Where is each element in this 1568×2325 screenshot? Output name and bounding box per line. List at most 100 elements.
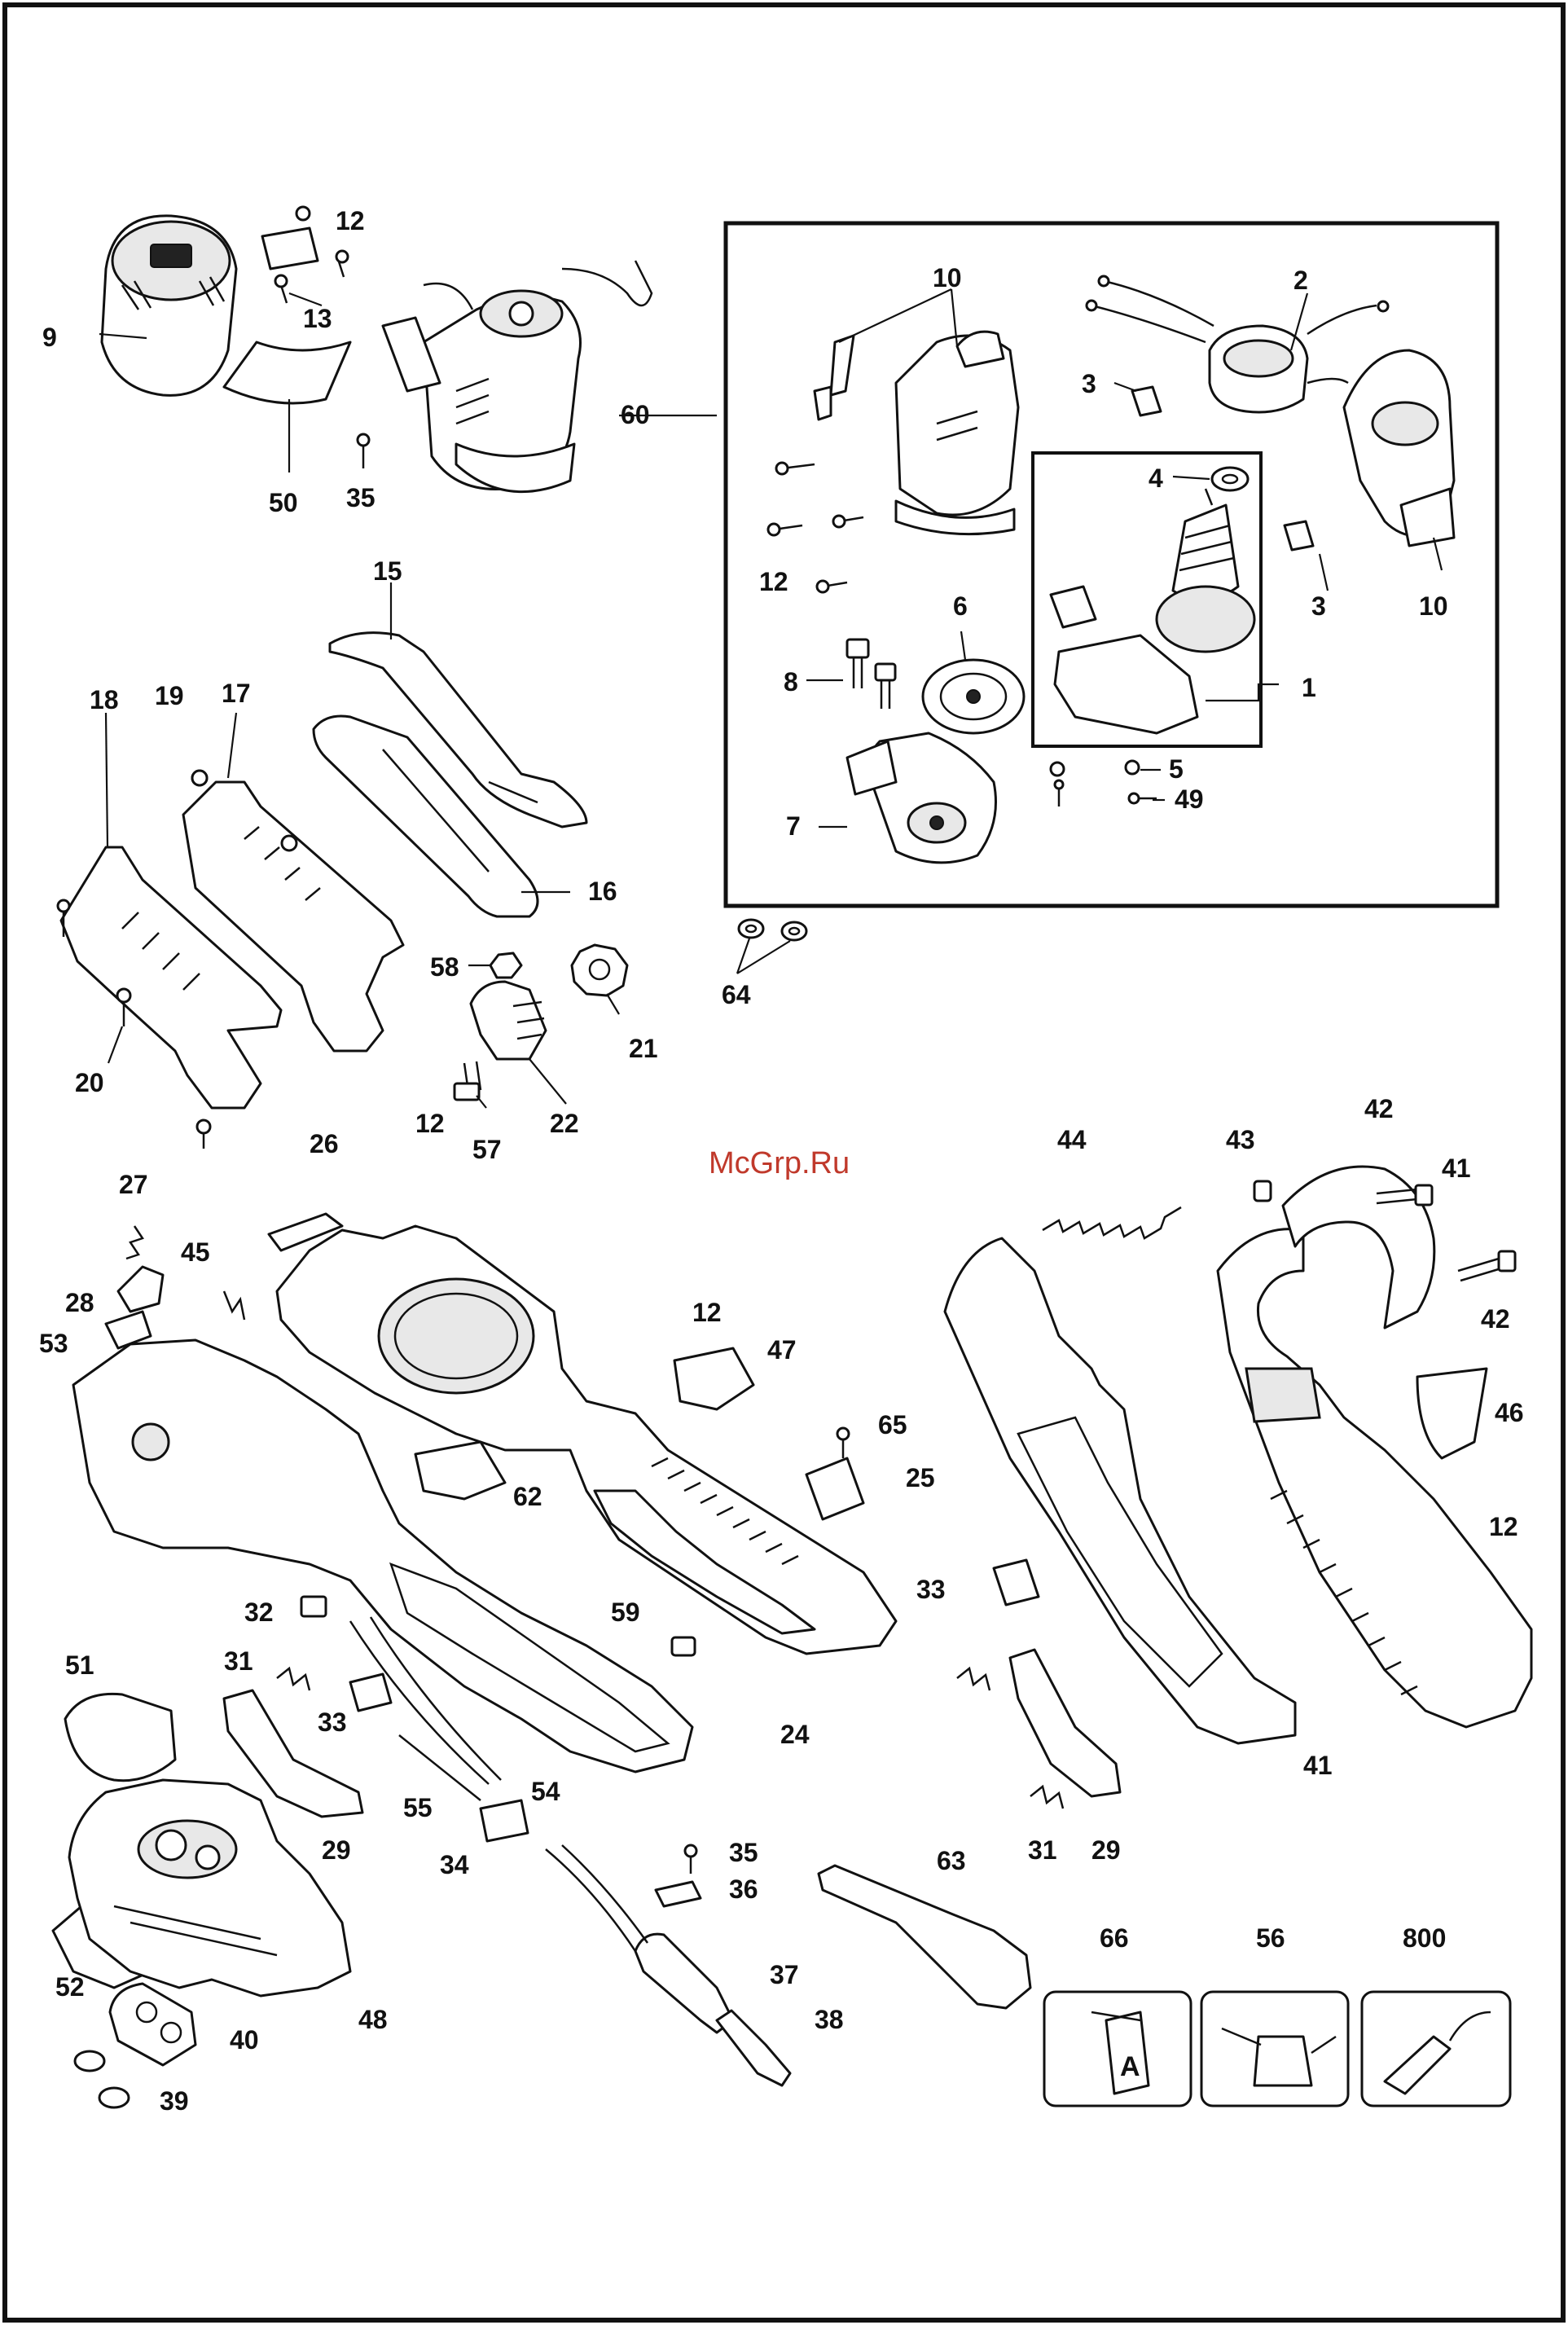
callout-49: 49 xyxy=(1175,785,1204,814)
part-40-cord-clamp xyxy=(110,1984,195,2065)
callout-21: 21 xyxy=(629,1034,658,1063)
part-45-spring xyxy=(224,1291,244,1320)
part-33-switch-right xyxy=(994,1560,1039,1605)
part-65-screw xyxy=(837,1428,849,1458)
part-31-spring-right xyxy=(957,1668,990,1690)
callout-58: 58 xyxy=(430,952,459,982)
callout-1: 1 xyxy=(1302,673,1316,702)
part-47-pad xyxy=(674,1348,753,1409)
callout-17: 17 xyxy=(222,679,251,708)
part-51-pad xyxy=(65,1694,175,1780)
part-35-screw-lower xyxy=(685,1845,696,1874)
part-63-scabbard xyxy=(819,1866,1030,2008)
callout-36: 36 xyxy=(729,1875,758,1904)
part-38-cord xyxy=(717,2011,790,2085)
callout-22: 22 xyxy=(550,1109,579,1138)
callout-57: 57 xyxy=(472,1135,502,1164)
part-5-nuts xyxy=(1051,761,1139,776)
callout-41a: 41 xyxy=(1442,1154,1471,1183)
callout-35a: 35 xyxy=(346,483,376,512)
part-21-sprocket xyxy=(572,945,627,995)
callout-27: 27 xyxy=(119,1170,148,1199)
part-31-spring-left xyxy=(277,1668,310,1690)
part-37-cord-sleeve xyxy=(546,1845,733,2033)
part-4-washer xyxy=(1212,468,1248,490)
callout-8: 8 xyxy=(784,667,798,697)
callout-28: 28 xyxy=(65,1288,94,1317)
callout-54: 54 xyxy=(531,1777,560,1806)
part-57-screw xyxy=(455,1061,481,1100)
part-59-stud xyxy=(672,1637,695,1655)
part-44-spring xyxy=(1043,1207,1181,1238)
callout-62: 62 xyxy=(513,1482,542,1511)
callout-52: 52 xyxy=(55,1972,85,2002)
callout-3a: 3 xyxy=(1082,369,1096,398)
callout-39: 39 xyxy=(160,2086,189,2116)
callout-59: 59 xyxy=(611,1598,640,1627)
callout-31b: 31 xyxy=(1028,1835,1057,1865)
callout-51: 51 xyxy=(65,1650,94,1680)
callout-32: 32 xyxy=(244,1598,274,1627)
callout-800: 800 xyxy=(1403,1923,1446,1953)
accessory-box-56 xyxy=(1201,1992,1348,2106)
callout-63: 63 xyxy=(937,1846,966,1875)
part-62-pad xyxy=(415,1442,505,1499)
callout-34: 34 xyxy=(440,1850,469,1879)
part-39-nut xyxy=(75,2051,129,2107)
motor-assembly-box xyxy=(726,223,1497,906)
part-50-band xyxy=(224,342,350,403)
part-58-nut xyxy=(490,953,521,978)
callout-4: 4 xyxy=(1149,464,1163,493)
callout-10b: 10 xyxy=(1419,591,1448,621)
callout-66: 66 xyxy=(1100,1923,1129,1953)
callout-33a: 33 xyxy=(318,1707,347,1737)
callout-6: 6 xyxy=(953,591,968,621)
callout-37: 37 xyxy=(770,1960,799,1989)
part-42-bolt-lower xyxy=(1458,1251,1515,1281)
part-46-pad xyxy=(1417,1369,1487,1458)
part-8-bolts xyxy=(847,639,895,709)
part-33-switch-left xyxy=(350,1674,391,1711)
callout-60: 60 xyxy=(621,400,650,429)
callout-40: 40 xyxy=(230,2025,259,2055)
callout-26: 26 xyxy=(310,1129,339,1158)
callout-56: 56 xyxy=(1256,1923,1285,1953)
part-64-washers xyxy=(739,920,806,940)
accessory-box-66-glyph: A xyxy=(1120,2051,1140,2082)
callout-10a: 10 xyxy=(933,263,962,292)
part-27-spring xyxy=(126,1226,143,1259)
callout-43: 43 xyxy=(1226,1125,1255,1154)
accessory-box-66: A xyxy=(1044,1992,1191,2106)
part-19-nut xyxy=(192,771,207,785)
part-32-connector xyxy=(301,1597,326,1616)
callout-42b: 42 xyxy=(1481,1304,1510,1334)
callout-12b: 12 xyxy=(759,567,788,596)
part-10-field-housing-left xyxy=(815,332,1018,534)
callout-38: 38 xyxy=(815,2005,844,2034)
part-9-fan-cover xyxy=(102,216,236,396)
callout-41b: 41 xyxy=(1303,1751,1333,1780)
callout-19: 19 xyxy=(155,681,184,710)
part-22-tensioner xyxy=(471,982,546,1059)
part-3-brush-left xyxy=(1132,387,1161,415)
part-10-field-housing-right xyxy=(1344,350,1454,546)
callout-20: 20 xyxy=(75,1068,104,1097)
callout-35b: 35 xyxy=(729,1838,758,1867)
part-armature xyxy=(1051,489,1254,733)
callout-2: 2 xyxy=(1293,266,1308,295)
part-29-trigger-right xyxy=(1010,1650,1120,1796)
callout-65: 65 xyxy=(878,1410,907,1439)
callout-45: 45 xyxy=(181,1237,210,1267)
callout-48: 48 xyxy=(358,2005,388,2034)
watermark: McGrp.Ru xyxy=(709,1146,850,1180)
callout-29a: 29 xyxy=(322,1835,351,1865)
part-43-clip xyxy=(1254,1181,1271,1201)
callout-15: 15 xyxy=(373,556,402,586)
part-28-switch-lever xyxy=(118,1267,163,1312)
callout-18: 18 xyxy=(90,685,119,714)
part-6-gear xyxy=(923,660,1024,733)
part-3-brush-right xyxy=(1285,521,1313,550)
callout-33b: 33 xyxy=(916,1575,946,1604)
callout-12a: 12 xyxy=(336,206,365,235)
callout-5: 5 xyxy=(1169,754,1184,784)
